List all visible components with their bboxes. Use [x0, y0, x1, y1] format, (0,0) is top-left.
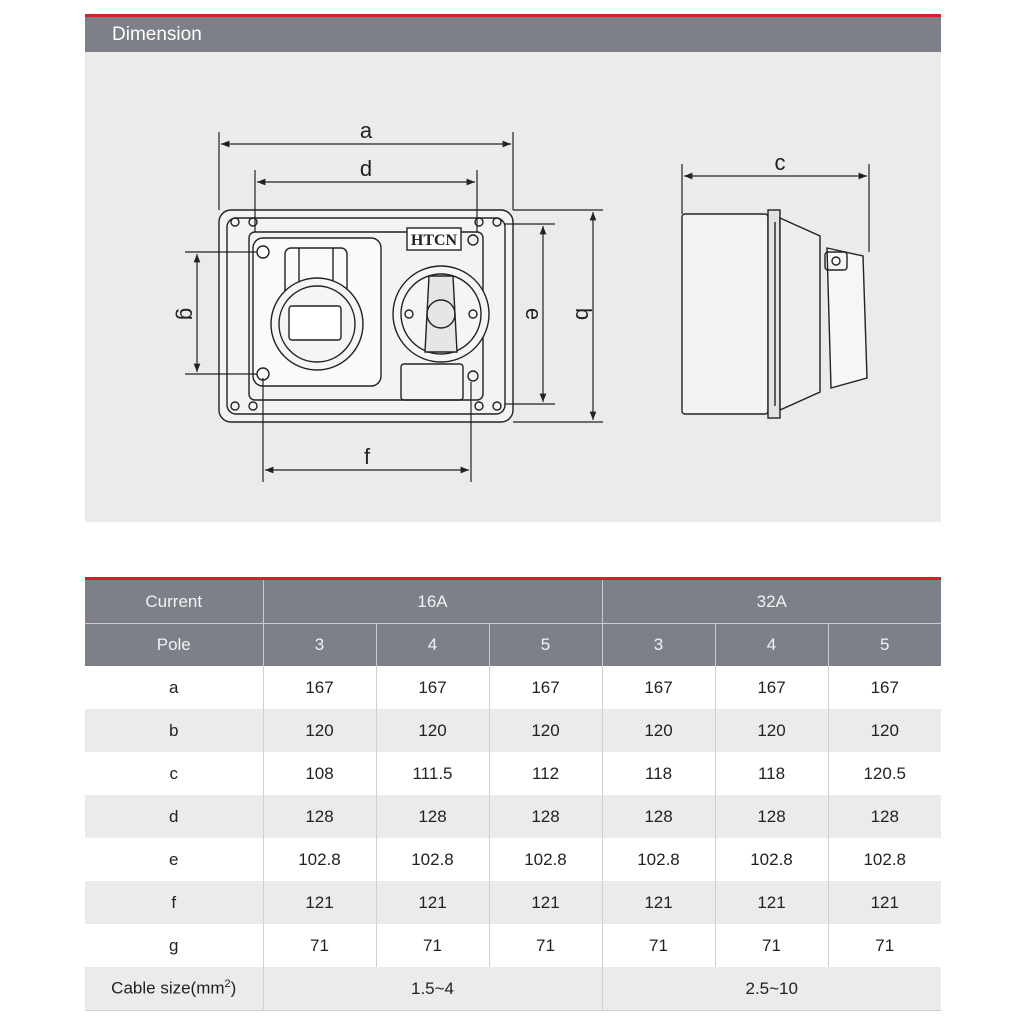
dimension-diagram: HTCN a d	[175, 118, 870, 482]
table-cell: 71	[714, 924, 828, 967]
table-cell: 167	[714, 666, 828, 709]
table-row: g 71 71 71 71 71 71	[85, 924, 941, 967]
table-cell: 108	[262, 752, 376, 795]
dim-label-f: f	[364, 444, 371, 469]
table-cell: 121	[488, 881, 602, 924]
table-cell: 120	[601, 709, 715, 752]
table-cell: 102.8	[488, 838, 602, 881]
dim-label-c: c	[775, 150, 786, 175]
table-cell: 120	[827, 709, 941, 752]
table-cell: 128	[601, 795, 715, 838]
table-cell: 128	[714, 795, 828, 838]
table-cell: 102.8	[262, 838, 376, 881]
brand-logo: HTCN	[411, 232, 458, 249]
table-cell: 167	[827, 666, 941, 709]
table-cell: 167	[488, 666, 602, 709]
table-cell: 167	[601, 666, 715, 709]
table-row: d 128 128 128 128 128 128	[85, 795, 941, 838]
row-label: g	[169, 935, 179, 955]
table-cell: 128	[488, 795, 602, 838]
table-cell: 121	[601, 881, 715, 924]
table-row: e 102.8 102.8 102.8 102.8 102.8 102.8	[85, 838, 941, 881]
table-cell: 120	[488, 709, 602, 752]
table-cell: 71	[488, 924, 602, 967]
row-label: f	[85, 881, 263, 924]
table-cell: 121	[375, 881, 489, 924]
table-cell: 118	[601, 752, 715, 795]
front-view	[218, 209, 514, 423]
table-cell: 120	[375, 709, 489, 752]
table-cell: 71	[262, 924, 376, 967]
dim-label-d: d	[360, 156, 372, 181]
cable-size-label-end: )	[230, 978, 237, 998]
table-row-cable-size: Cable size(mm2) 1.5~4 2.5~10	[85, 967, 941, 1011]
current-group-16a: 16A	[262, 578, 602, 624]
pole-cell: 3	[262, 623, 376, 666]
dim-label-g: g	[175, 308, 200, 320]
pole-cell: 4	[375, 623, 489, 666]
section-title: Dimension	[112, 24, 202, 45]
table-cell: 102.8	[827, 838, 941, 881]
table-cell: 102.8	[714, 838, 828, 881]
table-cell: 111.5	[375, 752, 489, 795]
cable-size-label: Cable size(mm2)	[85, 967, 263, 1011]
table-cell: 121	[714, 881, 828, 924]
table-cell: 167	[262, 666, 376, 709]
row-label: a	[169, 677, 179, 697]
table-header-current: Current 16A 32A	[85, 578, 941, 624]
pole-cell: 5	[488, 623, 602, 666]
table-cell: 118	[714, 752, 828, 795]
table-row: b 120 120 120 120 120 120	[85, 709, 941, 752]
table-cell: 128	[375, 795, 489, 838]
pole-header-label: Pole	[85, 623, 263, 666]
table-cell: 128	[827, 795, 941, 838]
cable-size-16a: 1.5~4	[262, 967, 602, 1011]
table-cell: 120	[714, 709, 828, 752]
cable-size-label-sup: 2	[224, 978, 231, 991]
table-row: c 108 111.5 112 118 118 120.5	[85, 752, 941, 795]
row-label: d	[85, 795, 263, 838]
dim-label-a: a	[360, 118, 373, 143]
pole-cell: 3	[601, 623, 715, 666]
row-label: b	[85, 709, 263, 752]
table-cell: 121	[262, 881, 376, 924]
dimension-table: Current 16A 32A Pole 3 4 5 3 4 5 a 167 1…	[85, 577, 941, 1011]
table-cell: 71	[375, 924, 489, 967]
dimension-drawing: HTCN a d	[85, 52, 941, 522]
dim-label-e: e	[521, 308, 546, 320]
row-label: e	[169, 849, 179, 869]
table-row: f 121 121 121 121 121 121	[85, 881, 941, 924]
section-header: Dimension	[85, 14, 941, 52]
pole-cell: 4	[714, 623, 828, 666]
table-header-pole: Pole 3 4 5 3 4 5	[85, 623, 941, 666]
dim-label-b: b	[571, 308, 596, 320]
table-cell: 102.8	[375, 838, 489, 881]
cable-size-32a: 2.5~10	[601, 967, 941, 1011]
table-cell: 112	[488, 752, 602, 795]
cable-size-label-text: Cable size(mm	[111, 978, 225, 998]
table-cell: 121	[827, 881, 941, 924]
current-header-label: Current	[85, 578, 263, 624]
table-cell: 167	[375, 666, 489, 709]
table-cell: 128	[262, 795, 376, 838]
table-cell: 71	[601, 924, 715, 967]
current-group-32a: 32A	[601, 578, 941, 624]
table-cell: 120.5	[827, 752, 941, 795]
table-cell: 120	[262, 709, 376, 752]
table-row: a 167 167 167 167 167 167	[85, 666, 941, 709]
table-cell: 102.8	[601, 838, 715, 881]
side-view	[681, 209, 868, 419]
pole-cell: 5	[827, 623, 941, 666]
table-cell: 71	[827, 924, 941, 967]
row-label: c	[169, 763, 179, 783]
